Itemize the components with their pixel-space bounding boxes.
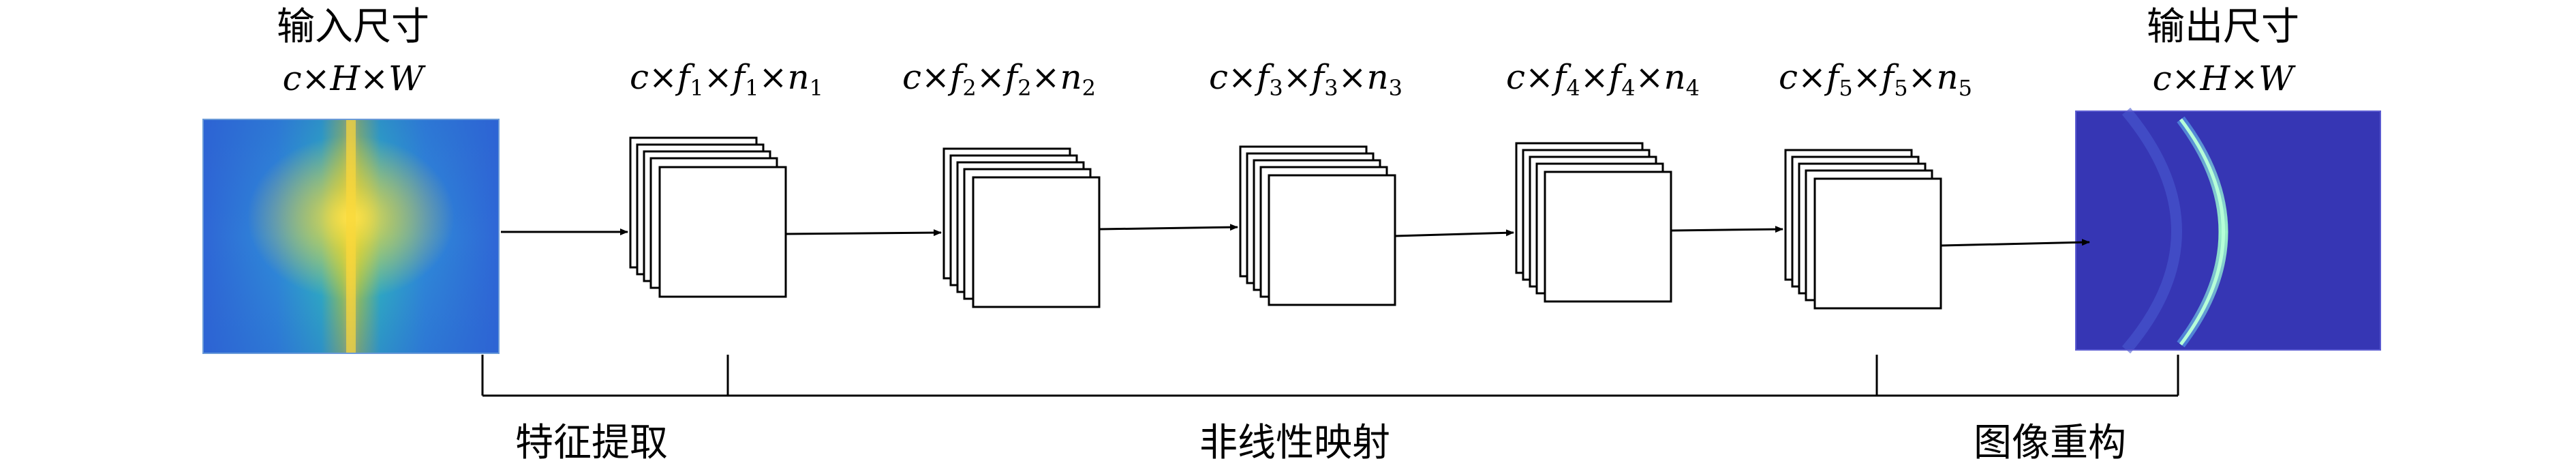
layer-5-label: c×f5×f5×n5: [1779, 57, 1972, 101]
stage-nonlinear-mapping: 非线性映射: [1199, 421, 1390, 465]
layer-4-stack: [1515, 142, 1672, 303]
arrow-layer1-to-layer2: [785, 229, 942, 237]
layer-2-stack: [942, 147, 1101, 308]
stage-bracket: [481, 355, 2179, 397]
layer-5-stack: [1784, 149, 1942, 310]
output-title: 输出尺寸: [2147, 5, 2299, 49]
flow-arrows: [501, 224, 2090, 247]
arrow-layer3-to-layer4: [1394, 229, 1514, 237]
input-title: 输入尺寸: [277, 5, 429, 49]
layer-labels: c×f1×f1×n1 c×f2×f2×n2 c×f3×f3×n3 c×f4×f4…: [630, 57, 1972, 101]
input-size-label: c×H×W: [283, 59, 426, 98]
layer-3-stack: [1239, 145, 1396, 306]
layer-2-label: c×f2×f2×n2: [902, 57, 1096, 101]
stage-feature-extraction: 特征提取: [515, 421, 668, 465]
arrow-layer5-to-output: [1940, 239, 2090, 247]
layer-3-label: c×f3×f3×n3: [1209, 57, 1402, 101]
output-arc-image: [2075, 107, 2381, 354]
layer-1-label: c×f1×f1×n1: [630, 57, 823, 101]
arrow-layer4-to-layer5: [1670, 226, 1783, 233]
input-heatmap-image: [202, 119, 500, 354]
layer-4-label: c×f4×f4×n4: [1506, 57, 1700, 101]
arrow-layer2-to-layer3: [1099, 224, 1238, 231]
layer-1-stack: [629, 136, 787, 298]
output-size-label: c×H×W: [2153, 59, 2296, 98]
stage-reconstruction: 图像重构: [1974, 421, 2126, 465]
